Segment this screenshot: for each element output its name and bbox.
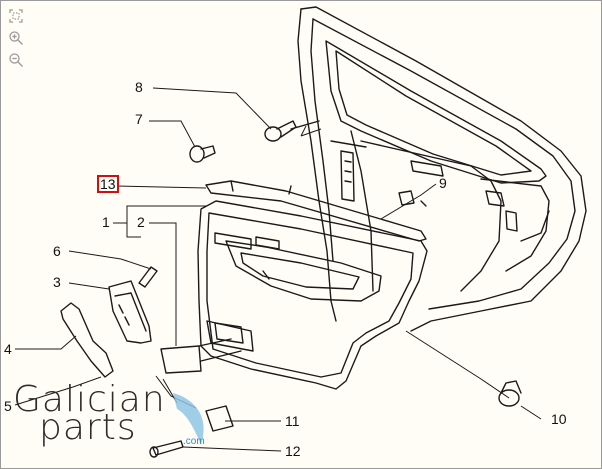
callout-3[interactable]: 3 bbox=[53, 274, 61, 290]
leader-12 bbox=[182, 446, 282, 452]
callout-9[interactable]: 9 bbox=[439, 175, 447, 191]
callout-8[interactable]: 8 bbox=[135, 79, 143, 95]
callout-12[interactable]: 12 bbox=[285, 443, 301, 459]
leader-4 bbox=[15, 335, 77, 350]
fit-to-window-button[interactable] bbox=[7, 7, 25, 25]
pull-handle bbox=[108, 280, 152, 344]
leader-3 bbox=[68, 282, 110, 290]
screw-6 bbox=[138, 266, 158, 288]
callout-6[interactable]: 6 bbox=[53, 243, 61, 259]
callout-11[interactable]: 11 bbox=[285, 413, 300, 429]
window-opening bbox=[325, 40, 547, 184]
leader-10 bbox=[405, 330, 542, 420]
handle-bracket bbox=[60, 302, 114, 378]
zoom-out-button[interactable] bbox=[7, 51, 25, 69]
watermark-swoosh bbox=[173, 393, 204, 445]
clip-7 bbox=[189, 145, 205, 163]
leader-1 bbox=[113, 205, 206, 238]
zoom-out-icon bbox=[9, 53, 23, 67]
zoom-in-icon bbox=[9, 31, 23, 45]
clip-9 bbox=[398, 190, 415, 206]
callout-10[interactable]: 10 bbox=[551, 411, 567, 427]
galicianparts-watermark-logo: Galician parts .com bbox=[5, 379, 225, 455]
callout-7[interactable]: 7 bbox=[135, 111, 143, 127]
viewer-toolbar bbox=[7, 7, 25, 69]
leader-13 bbox=[116, 185, 207, 189]
callout-13-selected[interactable]: 13 bbox=[97, 175, 119, 193]
leader-6 bbox=[68, 250, 152, 270]
door-trim-panel bbox=[197, 200, 428, 390]
callout-2[interactable]: 2 bbox=[137, 214, 145, 230]
leader-8 bbox=[152, 87, 272, 130]
door-frame-outline bbox=[300, 6, 587, 332]
watermark-line1: Galician bbox=[13, 379, 166, 420]
leader-7 bbox=[149, 120, 196, 148]
callout-4[interactable]: 4 bbox=[4, 341, 12, 357]
callout-1[interactable]: 1 bbox=[102, 214, 110, 230]
screw-8 bbox=[264, 126, 282, 142]
leader-2 bbox=[149, 222, 177, 346]
callout-5[interactable]: 5 bbox=[4, 398, 12, 414]
watermark-domain: .com bbox=[183, 436, 205, 447]
leader-5 bbox=[14, 376, 102, 406]
zoom-in-button[interactable] bbox=[7, 29, 25, 47]
leader-9 bbox=[380, 183, 437, 220]
watermark-line2: parts bbox=[39, 407, 137, 448]
clip-10 bbox=[498, 389, 520, 407]
fit-to-window-icon bbox=[9, 9, 23, 23]
clip-11 bbox=[205, 405, 234, 432]
trim-strip bbox=[205, 180, 427, 242]
